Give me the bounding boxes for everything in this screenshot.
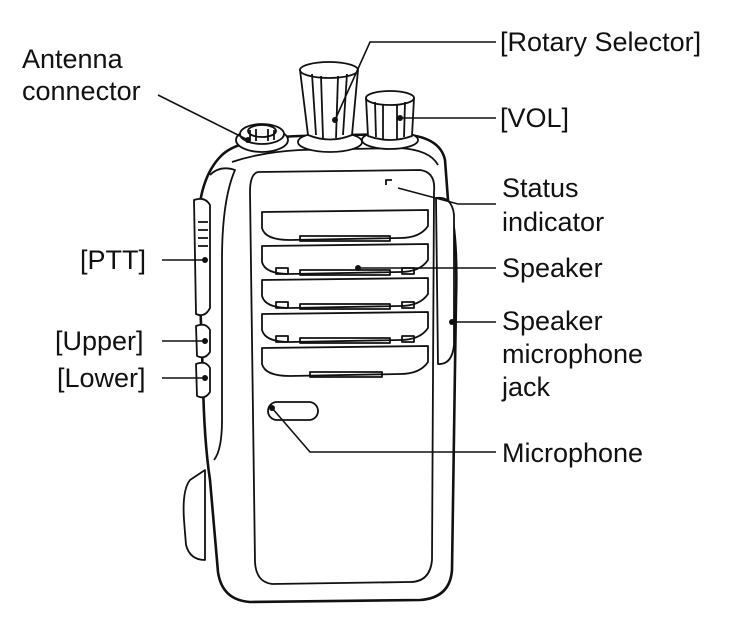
label-speaker-microphone-jack: Speaker microphone jack: [501, 306, 651, 402]
speaker-grille: [261, 209, 429, 378]
front-panel: [249, 169, 436, 585]
label-upper: [Upper]: [55, 326, 144, 356]
labels: Antenna connector [Rotary Selector] [VOL…: [22, 27, 701, 468]
status-indicator-led: [385, 179, 392, 185]
label-vol: [VOL]: [500, 103, 569, 133]
ptt-button: [193, 197, 211, 317]
label-lower: [Lower]: [57, 363, 146, 393]
volume-knob: [361, 90, 419, 150]
label-antenna-connector: Antenna connector: [22, 44, 141, 106]
label-ptt: [PTT]: [80, 245, 146, 275]
ptt-ridges: [198, 221, 208, 247]
speaker-mic-jack-cover: [435, 196, 455, 365]
leader-lines: [157, 41, 496, 453]
label-status-indicator: Status indicator: [502, 173, 604, 237]
microphone-slot: [267, 401, 319, 421]
label-speaker: Speaker: [502, 253, 603, 283]
antenna-connector: [235, 123, 289, 153]
belt-clip: [182, 469, 206, 561]
radio-illustration: [182, 61, 458, 604]
label-microphone: Microphone: [502, 438, 643, 468]
rotary-selector-knob: [297, 61, 363, 153]
label-rotary-selector: [Rotary Selector]: [500, 27, 701, 57]
side-grip: [209, 167, 236, 461]
top-shoulder: [231, 147, 439, 166]
